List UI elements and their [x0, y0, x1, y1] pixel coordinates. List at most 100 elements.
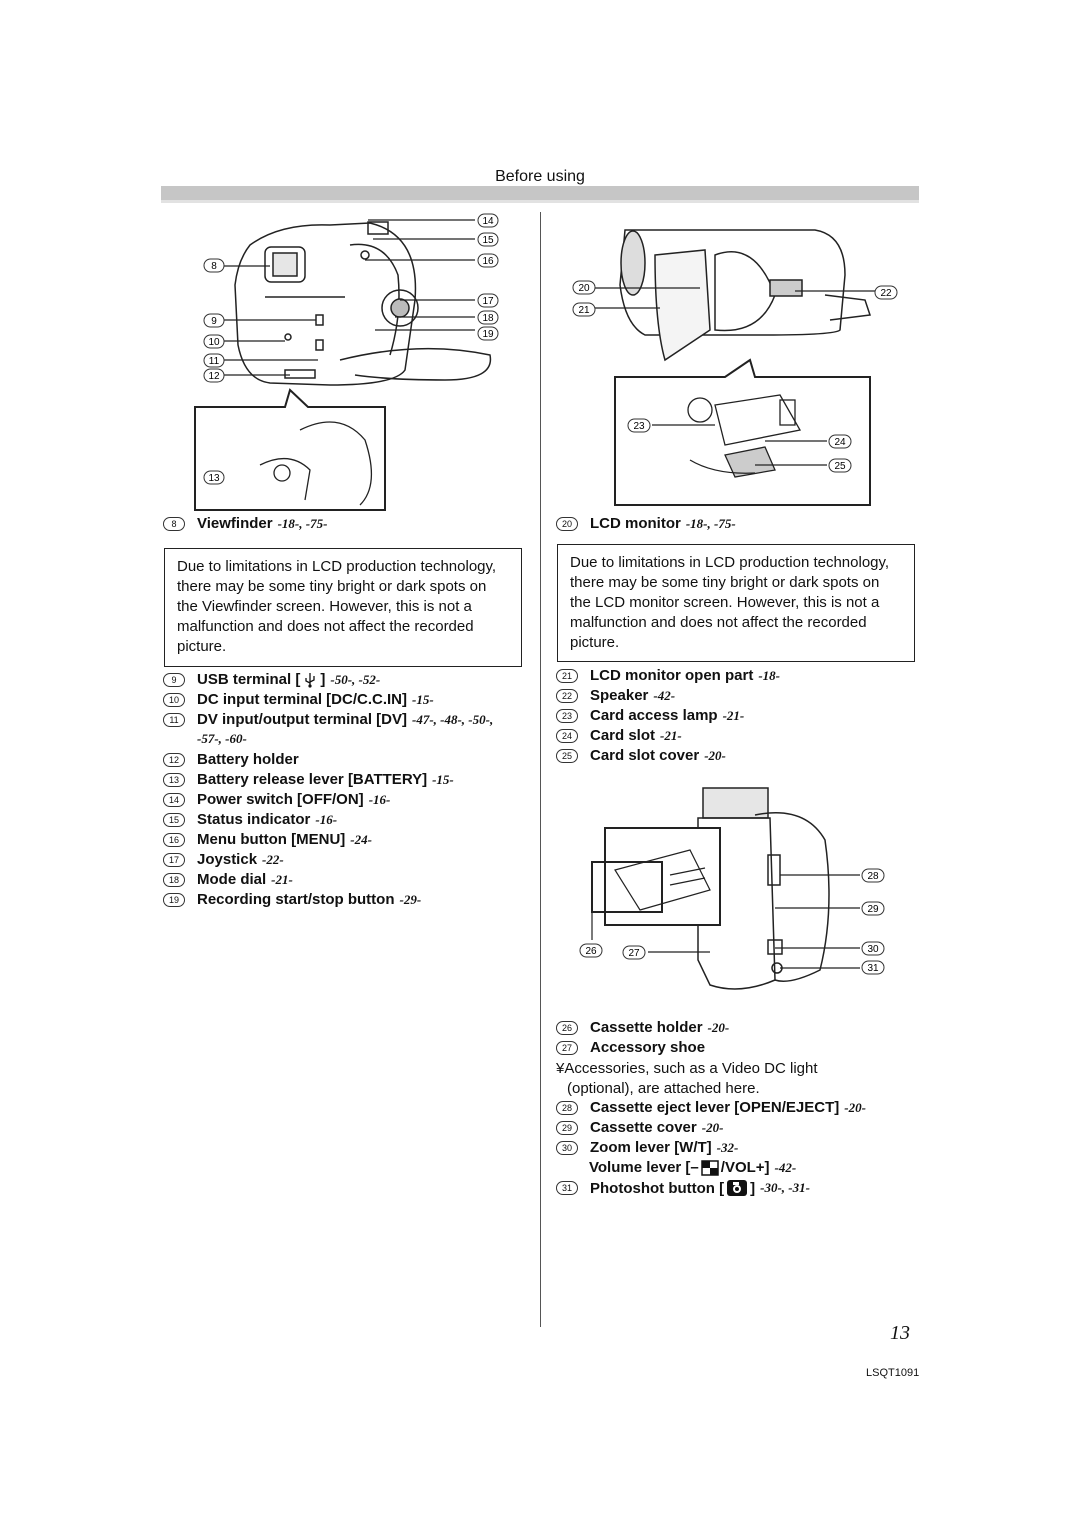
page-ref: -20-	[704, 747, 726, 763]
item-label: Card slot	[590, 727, 656, 744]
page-ref: -20-	[707, 1019, 730, 1035]
camcorder-side-illustration: 26 27 28 29 30 31	[579, 787, 885, 990]
item-label: Recording start/stop button	[197, 891, 395, 908]
left-item: 17 Joystick-22-	[163, 851, 284, 868]
right-a-item: 21 LCD monitor open part-18-	[556, 667, 780, 684]
callout-15: 15	[482, 235, 494, 246]
item-label: Volume lever [–	[589, 1159, 699, 1176]
item-lcd-monitor: 20 LCD monitor -18-, -75-	[556, 515, 736, 532]
item-label: Status indicator	[197, 811, 311, 828]
left-item: 14 Power switch [OFF/ON]-16-	[163, 791, 390, 808]
item-number: 13	[163, 772, 185, 787]
item-label: Speaker	[590, 687, 649, 704]
item-label: Battery release lever [BATTERY]	[197, 771, 428, 788]
item-label: DC input terminal [DC/C.C.IN]	[197, 691, 407, 708]
callout-19: 19	[482, 329, 494, 340]
item-label: Power switch [OFF/ON]	[197, 791, 364, 808]
callout-30: 30	[867, 944, 879, 955]
callout-20: 20	[578, 283, 590, 294]
left-item: 11 DV input/output terminal [DV]-47-, -48…	[163, 711, 493, 728]
callout-10: 10	[208, 337, 220, 348]
item-label: Menu button [MENU]	[197, 831, 346, 848]
item-label: Mode dial	[197, 871, 267, 888]
page-ref: -20-	[844, 1099, 866, 1115]
callout-26: 26	[585, 946, 597, 957]
page-ref: -18-	[758, 667, 780, 683]
page-ref: -16-	[368, 791, 391, 807]
page-ref: -20-	[701, 1119, 724, 1135]
item-label: USB terminal [	[197, 671, 301, 688]
item-number: 29	[556, 1120, 578, 1135]
item-number: 15	[163, 812, 185, 827]
item-volume-lever: Volume lever [– /VOL+] -42-	[589, 1159, 796, 1176]
viewfinder-note: Due to limitations in LCD production tec…	[164, 548, 522, 667]
page-ref: -42-	[653, 687, 676, 703]
callout-11: 11	[209, 356, 220, 367]
page-ref: -30-, -31-	[760, 1180, 810, 1195]
callout-17: 17	[482, 296, 494, 307]
callout-18: 18	[482, 313, 494, 324]
item-number: 21	[556, 668, 578, 683]
item-number: 14	[163, 792, 185, 807]
item-label: Card slot cover	[590, 747, 700, 764]
callout-8: 8	[211, 261, 217, 272]
callout-29: 29	[867, 904, 879, 915]
item-number: 9	[163, 672, 185, 687]
callout-21: 21	[578, 305, 590, 316]
item-label: DV input/output terminal [DV]	[197, 711, 407, 728]
section-title: Before using	[495, 168, 585, 185]
page-ref: -24-	[350, 831, 372, 847]
item-label: Joystick	[197, 851, 258, 868]
page-ref: -47-, -48-, -50-,	[411, 711, 494, 727]
callout-22: 22	[880, 288, 892, 299]
item-number: 30	[556, 1140, 578, 1155]
item-label: LCD monitor open part	[590, 667, 754, 684]
left-item: -57-, -60-	[163, 731, 247, 747]
item-number: 19	[163, 892, 185, 907]
callout-14: 14	[482, 216, 494, 227]
page-number: 13	[890, 1322, 910, 1344]
item-number: 20	[556, 516, 578, 531]
item-label: Zoom lever [W/T]	[590, 1139, 712, 1156]
accessory-note-line2: (optional), are attached here.	[567, 1080, 760, 1097]
camcorder-lcd-open-illustration: 20 21 22 23 24 25	[572, 229, 898, 506]
item-number: 17	[163, 852, 185, 867]
item-number: 28	[556, 1100, 578, 1115]
page-ref: -18-, -75-	[685, 515, 736, 531]
page-ref: -57-, -60-	[197, 731, 247, 746]
usb-icon	[305, 672, 316, 688]
item-number: 8	[163, 516, 185, 531]
item-label-suffix: /VOL+]	[720, 1159, 770, 1176]
item-number: 22	[556, 688, 578, 703]
right-a-item: 22 Speaker-42-	[556, 687, 675, 704]
item-number: 23	[556, 708, 578, 723]
item-label: Accessory shoe	[590, 1039, 706, 1056]
item-label: Cassette holder	[590, 1019, 703, 1036]
callout-9: 9	[211, 316, 217, 327]
page-ref: -50-, -52-	[330, 671, 381, 687]
callout-28: 28	[867, 871, 879, 882]
fade-checker-icon	[701, 1159, 719, 1176]
item-photoshot-button: 31 Photoshot button [ ] -30-, -31-	[556, 1179, 810, 1197]
header-bar	[161, 186, 919, 200]
page-ref: -22-	[262, 851, 284, 867]
item-label: Cassette eject lever [OPEN/EJECT]	[590, 1099, 840, 1116]
document-code: LSQT1091	[866, 1367, 920, 1379]
callout-25: 25	[834, 461, 846, 472]
item-number: 11	[163, 712, 185, 727]
page-ref: -42-	[774, 1159, 797, 1175]
